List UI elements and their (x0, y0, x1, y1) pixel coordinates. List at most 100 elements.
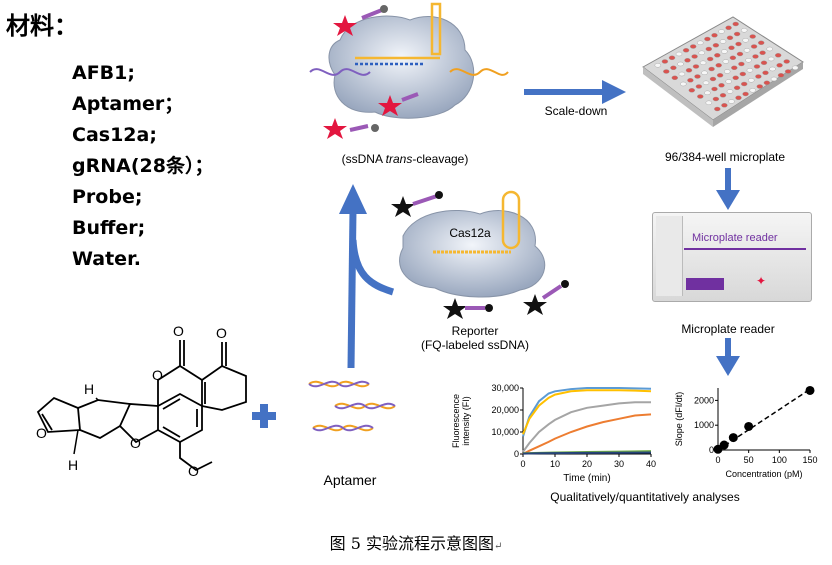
y-tick-label: 0 (709, 445, 714, 455)
svg-text:O: O (188, 463, 199, 479)
plate-well (661, 59, 669, 64)
plate-well (680, 81, 687, 87)
x-tick-label: 0 (520, 459, 525, 469)
svg-text:H: H (68, 457, 78, 473)
material-item: Probe; (72, 186, 143, 208)
plate-well (712, 43, 720, 48)
plate-well (688, 88, 695, 93)
plate-well (733, 31, 741, 37)
plate-well (709, 76, 717, 82)
x-tick-label: 0 (715, 455, 720, 465)
plate-well (739, 71, 747, 77)
plate-well (728, 45, 735, 50)
plate-well (752, 54, 759, 59)
plate-well (719, 93, 727, 98)
plate-well (769, 66, 776, 72)
plate-well (743, 48, 751, 53)
plate-well (715, 63, 722, 68)
plate-well (723, 69, 731, 74)
plate-well (735, 41, 742, 47)
x-axis-label: Time (min) (563, 473, 610, 484)
plate-well (684, 58, 691, 63)
microplate-icon (642, 16, 804, 127)
cas12a-label: Cas12a (449, 226, 491, 240)
trans-cleavage-label-em: trans (385, 152, 413, 166)
plate-well (690, 44, 697, 49)
plate-well (718, 83, 725, 88)
y-tick-label: 10,000 (491, 427, 519, 437)
figure-caption: 图 5 实验流程示意图图↵ (0, 530, 832, 554)
plate-well (687, 78, 694, 83)
plate-well (675, 51, 683, 57)
data-point (719, 440, 729, 450)
x-tick-label: 50 (744, 455, 754, 465)
reporter-label-line1: Reporter (451, 324, 499, 338)
materials-list: AFB1; Aptamer； Cas12a; gRNA(28条）； Probe;… (72, 58, 213, 275)
plate-well (784, 69, 792, 74)
up-arrow-icon (339, 184, 395, 369)
material-item: Water. (72, 248, 141, 270)
plate-well (706, 56, 714, 62)
plate-well (698, 50, 705, 55)
plate-well (699, 60, 707, 65)
plate-well (726, 35, 734, 40)
plate-well (770, 76, 778, 82)
x-tick-label: 20 (582, 459, 592, 469)
y-axis-label: Slope (dFI/dt) (674, 392, 684, 447)
series-line (522, 387, 652, 437)
plate-well (714, 106, 721, 112)
trans-cleavage-label: (ssDNA trans-cleavage) (330, 152, 480, 166)
plate-well (682, 48, 690, 53)
plate-well (711, 33, 718, 38)
series-line (522, 401, 651, 453)
microplate-reader-device: Microplate reader ✦ (652, 212, 812, 307)
y-axis-label: intensity (FI) (461, 396, 471, 446)
series-line (522, 413, 652, 455)
data-point (744, 421, 754, 431)
plate-well (766, 46, 773, 52)
trans-cleavage-label-pre: (ssDNA (341, 152, 386, 166)
series-line (522, 451, 652, 455)
plate-well (729, 55, 737, 60)
plate-well (732, 75, 739, 81)
x-tick-label: 40 (646, 459, 656, 469)
plate-well (749, 88, 756, 93)
plate-well (692, 64, 700, 69)
material-item: gRNA(28条）； (72, 155, 214, 177)
reader-screen-text: Microplate reader (692, 232, 778, 244)
plate-well (774, 53, 782, 58)
aptamer-label: Aptamer (323, 472, 377, 488)
plate-well (732, 21, 739, 27)
plate-well (746, 68, 754, 73)
plate-well (704, 36, 711, 42)
x-tick-label: 10 (550, 459, 560, 469)
plate-well (711, 86, 718, 92)
scale-down-label: Scale-down (544, 104, 608, 118)
materials-title: 材料： (6, 12, 78, 40)
cas12a-complex-icon (391, 190, 569, 319)
plate-well (753, 64, 761, 69)
plate-well (702, 80, 710, 86)
material-item: AFB1; (72, 62, 135, 84)
plate-well (663, 69, 670, 74)
svg-text:H: H (84, 381, 94, 397)
plate-well (745, 58, 752, 63)
plate-well (697, 40, 704, 45)
x-tick-label: 150 (802, 455, 817, 465)
plate-well (728, 99, 735, 104)
plate-well (685, 68, 693, 73)
reader-light-icon: ✦ (756, 274, 767, 288)
plate-well (694, 74, 701, 79)
cas12a-trans-cleavage-icon (309, 2, 509, 139)
down-arrow-icon (716, 168, 740, 210)
scale-down-arrow-icon (524, 80, 626, 104)
plate-well (777, 73, 785, 78)
y-axis-label: Fluorescence (451, 394, 461, 448)
x-tick-label: 30 (614, 459, 624, 469)
figure-caption-text: 图 5 实验流程示意图图 (329, 534, 494, 553)
plate-well (735, 95, 742, 101)
plate-well (716, 73, 724, 78)
